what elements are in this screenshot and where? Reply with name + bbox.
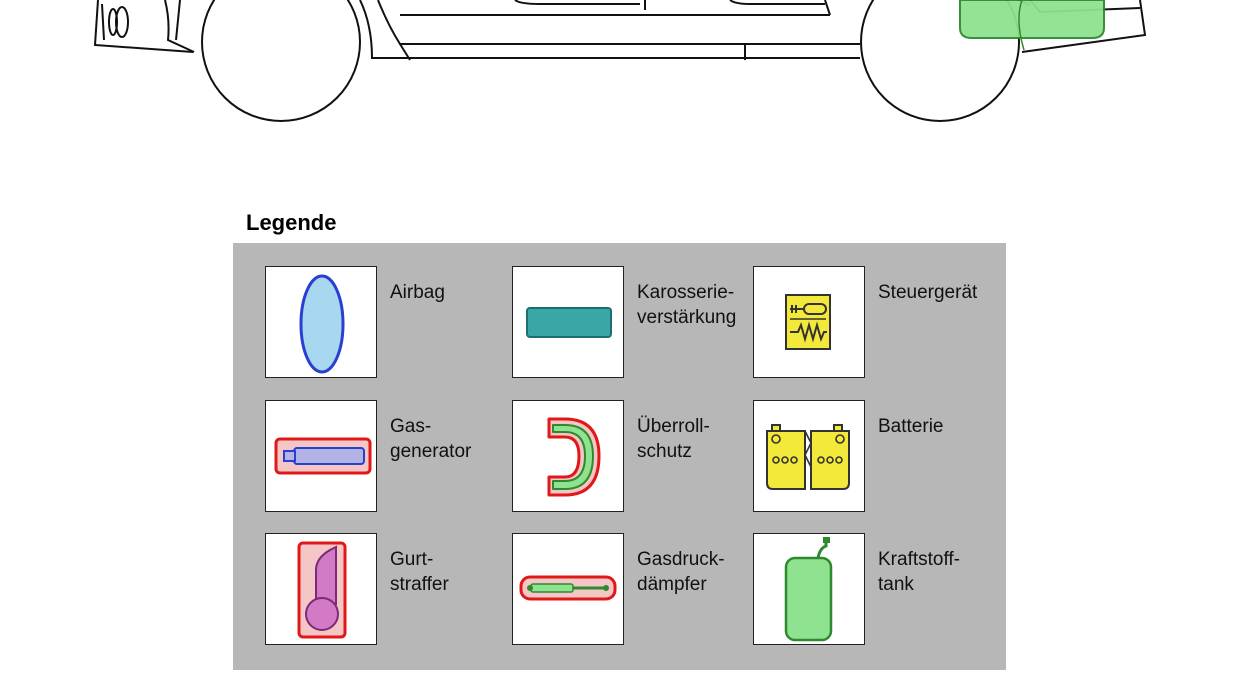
gas-generator-icon: [274, 437, 372, 475]
icon-box: [265, 266, 377, 378]
icon-box: [753, 400, 865, 512]
icon-box: [265, 533, 377, 645]
control-unit-icon: [785, 294, 831, 350]
legend-title: Legende: [246, 210, 337, 235]
legend-label: Airbag: [390, 282, 445, 303]
icon-box: [512, 266, 624, 378]
icon-box: [512, 400, 624, 512]
legend-panel: Airbag Karosserie- verstärkung Steuerger…: [233, 243, 1006, 670]
belt-tensioner-icon: [297, 541, 347, 639]
vehicle-outline: [93, 0, 1147, 122]
icon-box: [265, 400, 377, 512]
gas-strut-icon: [519, 575, 617, 601]
legend-label: Überroll- schutz: [637, 416, 710, 462]
legend-label: Karosserie- verstärkung: [637, 282, 737, 328]
legend-label: Kraftstoff- tank: [878, 549, 961, 595]
legend-label: Batterie: [878, 416, 944, 437]
icon-box: [753, 533, 865, 645]
legend-label: Gas- generator: [390, 416, 472, 462]
fuel-tank-shape: [959, 0, 1105, 39]
battery-icon: [766, 424, 850, 490]
legend-label: Gasdruck- dämpfer: [637, 549, 725, 595]
fuel-tank-icon: [784, 537, 833, 642]
rollover-protection-icon: [547, 417, 601, 497]
icon-box: [753, 266, 865, 378]
legend-label: Gurt- straffer: [390, 549, 449, 595]
icon-box: [512, 533, 624, 645]
legend-label: Steuergerät: [878, 282, 978, 303]
airbag-icon: [299, 274, 345, 374]
body-reinforcement-icon: [526, 307, 612, 338]
